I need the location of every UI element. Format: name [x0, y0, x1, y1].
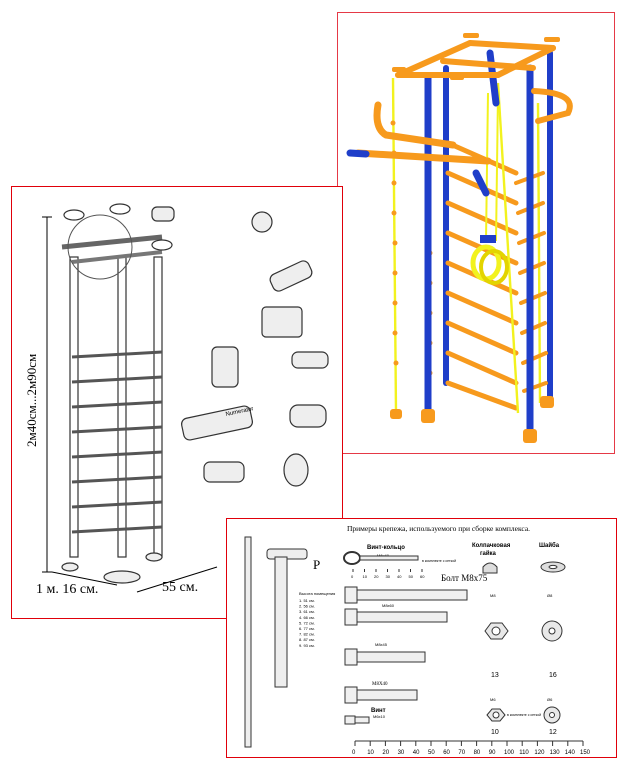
- bolt-m8x60: M8x60: [382, 603, 395, 608]
- ruler-tick-label: 140: [565, 750, 576, 756]
- cap-nut-title-1: Колпачковая: [472, 543, 511, 549]
- room-height-item: 1. 51 см.: [299, 598, 315, 603]
- eye-bolt-note: в комплекте с сеткой: [422, 559, 456, 563]
- ruler-tick-label: 70: [458, 750, 465, 756]
- small-ruler-tick-label: 20: [374, 574, 379, 579]
- dimension-lines: [42, 216, 218, 593]
- gymnastic-rings: [470, 92, 509, 285]
- ruler-tick-label: 30: [398, 750, 405, 756]
- small-ruler-tick-label: 60: [420, 574, 425, 579]
- small-ruler-tick-label: 50: [409, 574, 414, 579]
- fasteners-panel: Примеры крепежа, используемого при сборк…: [226, 518, 617, 758]
- pull-up-bar: [346, 101, 492, 197]
- bracket-drawing: [244, 536, 308, 748]
- ladder-sketch: [71, 350, 163, 534]
- assembly-drawing: Numerator: [42, 203, 329, 593]
- ruler-tick-label: 10: [367, 750, 374, 756]
- fasteners-chart: Примеры крепежа, используемого при сборк…: [244, 524, 591, 756]
- small-ruler-tick-label: 30: [386, 574, 391, 579]
- width-label: 1 м. 16 см.: [36, 582, 99, 597]
- detail-parts: [61, 206, 329, 584]
- small-ruler-tick-label: 10: [363, 574, 368, 579]
- dim-13: 13: [491, 672, 499, 679]
- tag-label: Numerator: [225, 406, 254, 418]
- color-wall-bars-render: [346, 33, 573, 443]
- room-height-item: 2. 56 см.: [299, 604, 315, 609]
- heights-caption: Высота помещения: [299, 591, 335, 596]
- dim-12: 12: [549, 729, 557, 736]
- nut-m8-label: M8: [490, 593, 496, 598]
- room-height-item: 9. 93 см.: [299, 643, 315, 648]
- ruler-tick-label: 50: [428, 750, 435, 756]
- room-height-item: 3. 61 см.: [299, 609, 315, 614]
- bracket-letter: P: [313, 557, 320, 572]
- ruler-tick-label: 100: [504, 750, 515, 756]
- heights-list: 1. 51 см.2. 56 см.3. 61 см.4. 66 см.5. 7…: [299, 598, 315, 648]
- screw-title: Винт: [371, 708, 386, 714]
- bolt-m8x45: M8x45: [375, 642, 388, 647]
- ruler-tick-label: 80: [474, 750, 481, 756]
- ruler-tick-label: 40: [413, 750, 420, 756]
- bolt-m8x40: M8X40: [372, 682, 388, 687]
- main-ruler: 0 10 20 30 40 50 60 70 80 90 100 110 120 130 140 150: [352, 740, 591, 756]
- room-height-item: 8. 87 см.: [299, 637, 315, 642]
- eye-bolt-title: Винт-кольцо: [367, 545, 405, 551]
- room-height-item: 7. 82 см.: [299, 632, 315, 637]
- eye-bolt-drawing: [343, 551, 419, 565]
- washer-d8-label: Ø8: [547, 593, 553, 598]
- small-ruler-tick-label: 0: [351, 574, 354, 579]
- top-frame: [395, 40, 556, 78]
- rope-ladder-right: [496, 82, 542, 414]
- washer-title: Шайба: [539, 542, 560, 549]
- small-ruler-tick-label: 40: [397, 574, 402, 579]
- fasteners-title: Примеры крепежа, используемого при сборк…: [347, 524, 530, 533]
- rope-net-left: [391, 77, 432, 414]
- dim-10: 10: [491, 729, 499, 736]
- ruler-tick-label: 60: [443, 750, 450, 756]
- right-handle: [531, 88, 573, 124]
- ruler-tick-label: 150: [580, 750, 591, 756]
- small-ruler: 0 10 20 30 40 50 60: [351, 569, 425, 579]
- ruler-tick-label: 90: [489, 750, 496, 756]
- screw-size: M6x10: [373, 714, 386, 719]
- room-height-item: 4. 66 см.: [299, 615, 315, 620]
- washer-d6-label: Ø6: [547, 697, 553, 702]
- ruler-tick-label: 20: [382, 750, 389, 756]
- ruler-tick-label: 110: [519, 750, 529, 756]
- screw-note: в комплекте с сеткой: [507, 713, 541, 717]
- color-render-panel: [337, 12, 615, 454]
- cap-nut-title-2: гайка: [480, 550, 497, 557]
- dim-16: 16: [549, 672, 557, 679]
- frame-uprights-back: [443, 50, 553, 406]
- ceiling-caps: [392, 33, 560, 80]
- bolt-m8x75: Болт M8x75: [441, 573, 488, 583]
- nuts-washers: [484, 620, 563, 724]
- cap-nut-washer-drawing: [482, 561, 566, 574]
- room-height-item: 6. 77 см.: [299, 626, 315, 631]
- bolts: [344, 586, 468, 725]
- feet: [390, 396, 554, 443]
- nut-m6-label: M6: [490, 697, 496, 702]
- detail-circle: [67, 214, 133, 280]
- ruler-tick-label: 120: [534, 750, 545, 756]
- depth-label: 55 см.: [162, 580, 199, 595]
- room-height-item: 5. 72 см.: [299, 620, 315, 625]
- ruler-tick-label: 0: [352, 750, 356, 756]
- ruler-tick-label: 130: [550, 750, 561, 756]
- height-label: 2м40см...2м90см: [24, 353, 39, 447]
